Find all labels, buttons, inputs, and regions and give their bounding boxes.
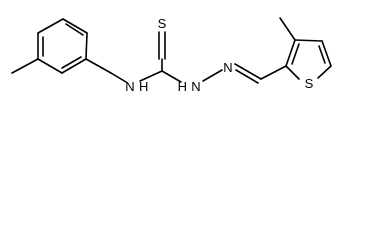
bond [37,18,64,34]
bond [161,70,182,83]
imine-double-bond [235,69,259,84]
methyl-bond [11,58,39,74]
bond [85,32,88,60]
bond [285,39,296,67]
double-bond-inner [65,23,84,36]
bond [61,58,87,74]
double-bond-inner [61,56,82,69]
thione-s-label: S [158,16,167,31]
bond [260,65,287,80]
amine-h-label: H [139,79,148,94]
double-bond-inner [291,43,300,65]
bond [202,69,223,82]
hydrazine-n-label: N [191,79,200,94]
bond [321,40,332,67]
molecule-structure: N H S N H N S [11,16,332,94]
imine-double-bond [234,63,262,80]
tolyl-ring [11,18,88,74]
bond [37,58,63,74]
bond [294,39,323,42]
bond [285,65,300,80]
double-bond-inner [318,45,326,64]
hydrazine-h-label: H [178,79,187,94]
bond [317,65,332,79]
bond [139,70,163,82]
amine-n-label: N [125,79,134,94]
thiophene-ring [279,17,332,80]
bond [62,18,88,34]
methyl-bond [279,17,296,41]
thiophene-s-label: S [305,76,314,91]
imine-n-label: N [223,60,232,75]
bond [110,72,127,83]
bond [85,58,112,74]
molecule-diagram: N H S N H N S [0,0,384,110]
